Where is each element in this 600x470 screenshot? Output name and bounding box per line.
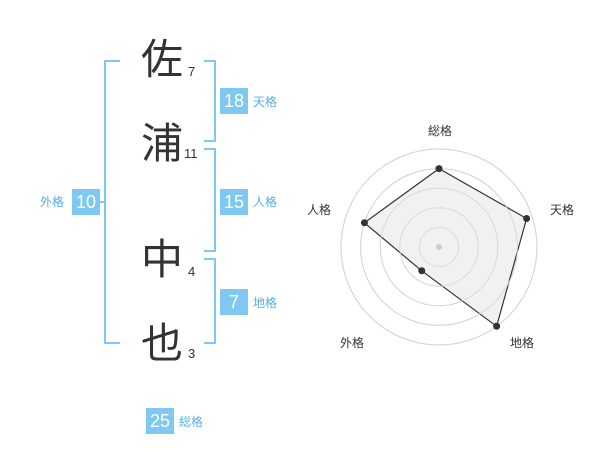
radar-center-dot <box>436 244 442 250</box>
gaikaku-value: 10 <box>72 189 100 215</box>
radar-grid-ring-overlay <box>379 187 499 307</box>
stroke-count-4: 3 <box>188 346 196 361</box>
radar-axis-label-tenkaku: 天格 <box>550 203 575 217</box>
jinkaku-value: 15 <box>220 189 248 215</box>
radar-axis-label-gaikaku: 外格 <box>340 336 365 350</box>
jinkaku-bracket <box>204 148 216 252</box>
name-char-4: 也 <box>141 319 184 368</box>
soukaku-label: 総格 <box>179 415 204 429</box>
radar-point-4 <box>360 219 368 227</box>
tenkaku-bracket <box>204 60 216 142</box>
chikaku-label: 地格 <box>253 296 278 310</box>
radar-grid-ring-overlay <box>418 226 459 267</box>
radar-point-1 <box>523 215 531 223</box>
name-char-2: 浦 <box>141 119 184 168</box>
stroke-count-3: 4 <box>188 264 196 279</box>
chikaku-bracket <box>204 258 216 344</box>
stroke-count-2: 11 <box>184 146 198 161</box>
radar-series-polygon <box>363 167 528 328</box>
name-char-3: 中 <box>141 235 184 284</box>
tenkaku-value: 18 <box>220 88 248 114</box>
radar-axis-label-chikaku: 地格 <box>510 336 535 350</box>
radar-grid-ring-overlay <box>340 148 538 346</box>
tenkaku-label: 天格 <box>253 95 278 109</box>
chikaku-value: 7 <box>220 289 248 315</box>
name-char-1: 佐 <box>141 35 184 84</box>
radar-point-3 <box>418 267 426 275</box>
jinkaku-label: 人格 <box>253 195 278 209</box>
gaikaku-label: 外格 <box>40 195 65 209</box>
radar-grid-ring-overlay <box>399 207 479 287</box>
radar-point-2 <box>493 322 501 330</box>
stroke-count-1: 7 <box>188 64 196 79</box>
gaikaku-bracket-stub <box>98 201 104 203</box>
soukaku-value: 25 <box>146 408 174 434</box>
radar-axis-label-soukaku: 総格 <box>428 124 453 138</box>
radar-axis-label-jinkaku: 人格 <box>307 203 332 217</box>
gaikaku-bracket <box>104 60 120 344</box>
radar-point-0 <box>435 165 443 173</box>
